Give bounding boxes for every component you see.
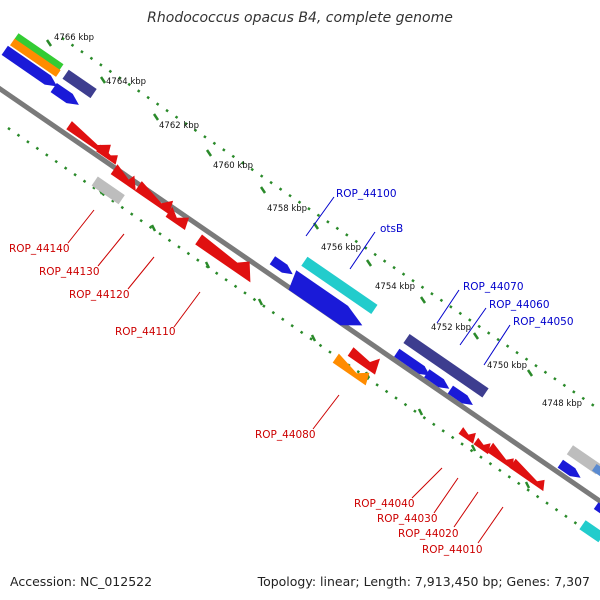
- accession-text: Accession: NC_012522: [10, 574, 152, 589]
- gene-arrow[interactable]: [195, 234, 251, 283]
- gene-arrow[interactable]: [288, 270, 363, 326]
- gene-arrow[interactable]: [509, 458, 545, 492]
- top-strand-gene-labels: ROP_44100 otsB ROP_44070 ROP_44060 ROP_4…: [336, 188, 574, 328]
- callout-line: [305, 196, 335, 237]
- scale-label: 4752 kbp: [431, 323, 471, 333]
- gene-label[interactable]: ROP_44070: [463, 281, 524, 293]
- inner-tick: [150, 224, 157, 232]
- scale-tick: [259, 186, 267, 194]
- scale-label: 4758 kbp: [267, 204, 307, 214]
- gene-label[interactable]: ROP_44060: [489, 299, 550, 311]
- forward-strand-genes: [1, 33, 600, 478]
- top-callouts: [305, 196, 511, 366]
- gene-label[interactable]: ROP_44030: [377, 513, 438, 525]
- gene-arrow[interactable]: [269, 256, 293, 275]
- callout-line: [349, 231, 376, 270]
- scale-tick: [526, 369, 534, 377]
- bottom-callouts: [67, 209, 504, 544]
- gene-label[interactable]: ROP_44050: [513, 316, 574, 328]
- scale-label: 4764 kbp: [106, 77, 146, 87]
- gene-label[interactable]: ROP_44100: [336, 188, 397, 200]
- scale-label: 4766 kbp: [54, 33, 94, 43]
- callout-line: [173, 291, 201, 328]
- reverse-strand-genes: [66, 121, 600, 543]
- gene-arrow[interactable]: [394, 348, 430, 376]
- gene-arrow[interactable]: [135, 181, 174, 215]
- gene-label[interactable]: ROP_44080: [255, 429, 316, 441]
- gene-arrow[interactable]: [557, 459, 581, 478]
- callout-line: [459, 307, 487, 346]
- gene-arrow[interactable]: [473, 437, 491, 455]
- callout-line: [411, 467, 443, 499]
- scale-tick: [45, 39, 53, 47]
- gene-arrow[interactable]: [96, 144, 118, 165]
- gene-label[interactable]: ROP_44010: [422, 544, 483, 556]
- gene-label[interactable]: ROP_44110: [115, 326, 176, 338]
- callout-line: [483, 324, 511, 366]
- callout-line: [97, 233, 125, 267]
- genome-summary-text: Topology: linear; Length: 7,913,450 bp; …: [257, 574, 590, 589]
- scale-label: 4750 kbp: [487, 361, 527, 371]
- gene-arrow[interactable]: [10, 38, 61, 77]
- gene-arrow[interactable]: [403, 334, 489, 398]
- gene-arrow[interactable]: [566, 445, 600, 475]
- inner-tick: [204, 261, 211, 269]
- gene-arrow[interactable]: [332, 353, 370, 386]
- gene-arrow[interactable]: [593, 502, 600, 514]
- gene-arrow[interactable]: [50, 83, 79, 105]
- scale-tick: [205, 149, 213, 157]
- gene-label[interactable]: otsB: [380, 223, 403, 235]
- gene-label[interactable]: ROP_44140: [9, 243, 70, 255]
- gene-arrow[interactable]: [1, 45, 58, 87]
- gene-arrow[interactable]: [458, 427, 476, 444]
- callout-line: [67, 209, 95, 244]
- map-title: Rhodococcus opacus B4, complete genome: [147, 10, 453, 26]
- gene-arrow[interactable]: [301, 256, 378, 314]
- gene-label[interactable]: ROP_44020: [398, 528, 459, 540]
- scale-labels: 4766 kbp 4764 kbp 4762 kbp 4760 kbp 4758…: [54, 33, 582, 409]
- gene-arrow[interactable]: [592, 464, 600, 478]
- gene-arrow[interactable]: [91, 176, 125, 205]
- gene-label[interactable]: ROP_44040: [354, 498, 415, 510]
- gene-arrow[interactable]: [110, 164, 136, 192]
- callout-line: [453, 491, 479, 528]
- gene-arrow[interactable]: [447, 385, 473, 405]
- scale-label: 4748 kbp: [542, 399, 582, 409]
- scale-track: [61, 36, 600, 412]
- scale-tick: [152, 113, 160, 121]
- gene-arrow[interactable]: [486, 442, 514, 470]
- gene-arrow[interactable]: [62, 69, 97, 99]
- inner-tick: [524, 481, 531, 489]
- gene-arrow[interactable]: [579, 520, 600, 543]
- inner-top-track: [7, 126, 600, 542]
- scale-tick: [472, 332, 480, 340]
- scale-label: 4762 kbp: [159, 121, 199, 131]
- scale-tick: [365, 259, 373, 267]
- callout-line: [312, 394, 340, 430]
- callout-line: [433, 477, 459, 514]
- gene-arrow[interactable]: [347, 347, 380, 375]
- scale-tick: [419, 296, 427, 304]
- scale-tick: [99, 76, 107, 84]
- inner-tick: [470, 444, 477, 452]
- scale-label: 4760 kbp: [213, 161, 253, 171]
- gene-arrow[interactable]: [424, 369, 450, 389]
- gene-label[interactable]: ROP_44130: [39, 266, 100, 278]
- callout-line: [477, 506, 504, 544]
- scale-label: 4756 kbp: [321, 243, 361, 253]
- inner-tick: [257, 298, 264, 306]
- inner-tick: [417, 408, 424, 416]
- callout-line: [436, 289, 460, 324]
- gene-arrow[interactable]: [13, 33, 64, 72]
- inner-tick: [310, 334, 317, 342]
- gene-label[interactable]: ROP_44120: [69, 289, 130, 301]
- callout-line: [127, 256, 155, 290]
- bottom-strand-gene-labels: ROP_44140 ROP_44130 ROP_44120 ROP_44110 …: [9, 243, 483, 556]
- gene-arrow[interactable]: [165, 206, 189, 230]
- scale-label: 4754 kbp: [375, 282, 415, 292]
